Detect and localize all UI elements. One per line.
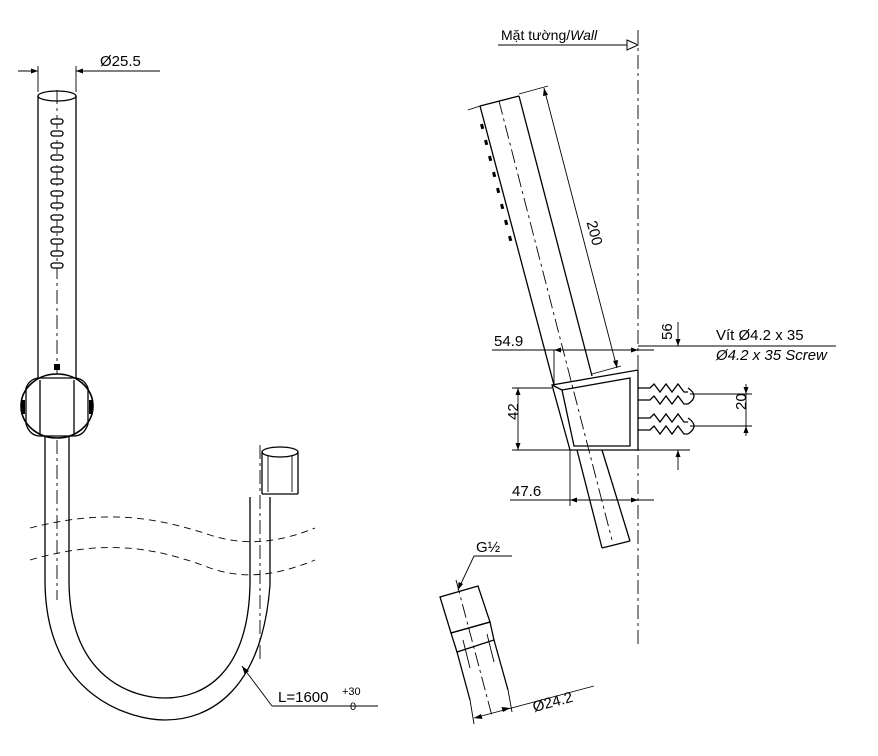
screws	[638, 382, 695, 436]
wall-label-en: Wall	[570, 27, 598, 43]
wall-label-vi: Mặt tường/	[501, 27, 570, 43]
hand-shower-side-view: Mặt tường/Wall 200	[439, 27, 836, 725]
tolerance-lower: 0	[350, 701, 356, 713]
dim-54-9-label: 54.9	[494, 333, 523, 350]
tolerance-upper: +30	[342, 686, 361, 698]
svg-text:Mặt tường/Wall: Mặt tường/Wall	[501, 27, 598, 43]
screw-label-en: Ø4.2 x 35 Screw	[715, 347, 828, 364]
nut-diameter-label: Ø24.2	[531, 689, 575, 716]
spray-nozzles	[50, 118, 64, 269]
dim-56-label: 56	[659, 323, 676, 340]
hand-shower-front-view: Ø25.5	[18, 53, 378, 721]
wall-holder-front	[20, 364, 94, 439]
dim-20-label: 20	[733, 393, 750, 410]
dim-47-6-label: 47.6	[512, 483, 541, 500]
screw-label-vi: Vít Ø4.2 x 35	[716, 327, 804, 344]
length-200-label: 200	[583, 219, 606, 248]
dim-42-label: 42	[505, 403, 522, 420]
thread-label: G½	[476, 539, 501, 556]
head-diameter-label: Ø25.5	[100, 53, 141, 70]
hose-length-label: L=1600	[278, 689, 328, 706]
hose-end-nut	[439, 579, 509, 717]
